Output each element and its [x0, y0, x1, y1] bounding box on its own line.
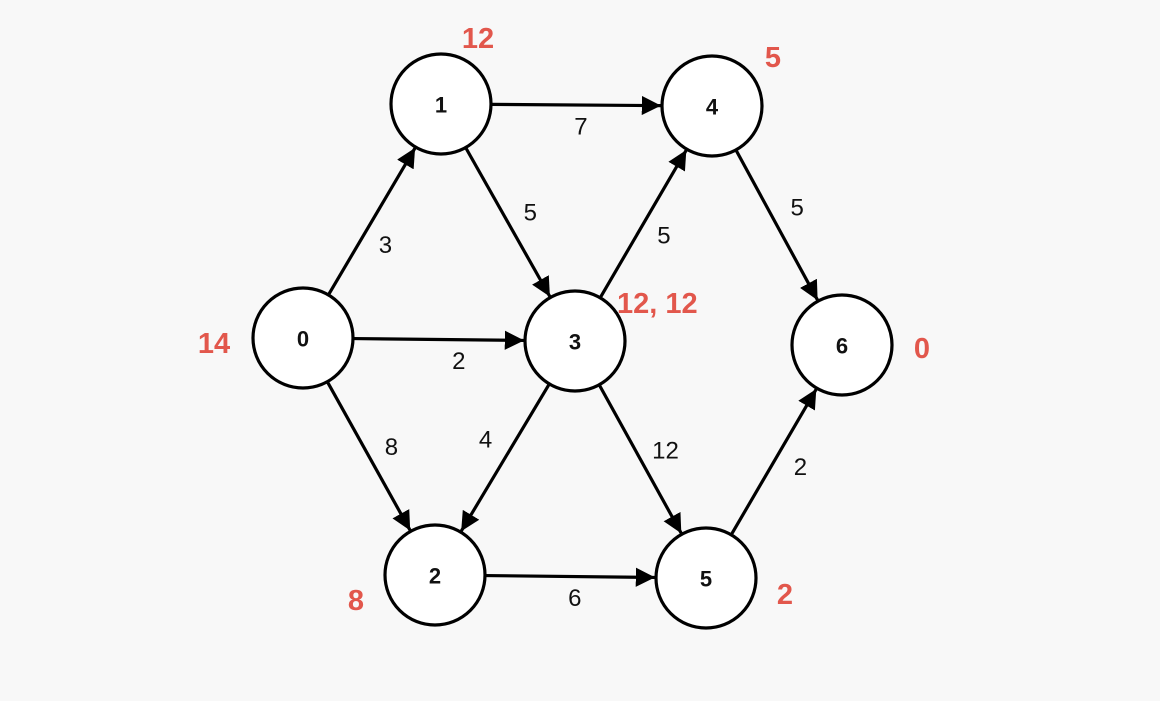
- edge-weight-label: 12: [652, 437, 679, 464]
- edge-weight-label: 6: [568, 585, 581, 612]
- edge-3-to-4: 5: [598, 149, 688, 299]
- node-circle: [383, 523, 487, 627]
- edge-2-to-5: 6: [484, 567, 656, 612]
- node-circle: [660, 54, 764, 158]
- edge-weight-label: 5: [524, 200, 537, 227]
- node-label: 0: [297, 327, 309, 352]
- edge-3-to-2: 4: [459, 383, 551, 533]
- node-6: 6: [790, 293, 894, 397]
- edge-weight-label: 4: [479, 426, 492, 453]
- node-label: 3: [569, 330, 581, 355]
- edge-weight-label: 8: [385, 434, 398, 461]
- node-2: 2: [383, 523, 487, 627]
- edge-weight-label: 2: [452, 348, 465, 375]
- node-label: 1: [435, 93, 447, 118]
- node-5: 5: [654, 526, 758, 630]
- node-label: 5: [700, 567, 712, 592]
- edge-1-to-3: 5: [464, 146, 552, 298]
- edge-arrow: [729, 388, 818, 536]
- edge-arrow: [459, 383, 551, 533]
- distance-label-node-6: 0: [914, 333, 930, 365]
- edge-weight-label: 5: [790, 195, 803, 222]
- edge-weight-label: 2: [794, 454, 807, 481]
- node-circle: [523, 289, 627, 393]
- node-label: 4: [706, 95, 719, 120]
- edge-weight-label: 7: [574, 114, 587, 141]
- edge-arrow: [327, 147, 417, 296]
- edge-arrow: [484, 567, 656, 587]
- edge-arrow: [598, 149, 688, 299]
- edge-4-to-6: 5: [734, 149, 820, 301]
- distance-label-node-4: 5: [765, 42, 781, 74]
- node-label: 6: [836, 334, 848, 359]
- edge-arrow: [734, 149, 820, 301]
- edge-weight-label: 5: [657, 223, 670, 250]
- distance-label-node-0: 14: [198, 328, 230, 360]
- edge-arrow: [325, 380, 412, 532]
- node-circle: [654, 526, 758, 630]
- node-1: 1: [389, 52, 493, 156]
- edge-arrow: [464, 146, 552, 298]
- node-label: 2: [429, 564, 441, 589]
- edge-5-to-6: 2: [729, 388, 818, 536]
- node-4: 4: [660, 54, 764, 158]
- edge-arrow: [490, 95, 662, 116]
- node-circle: [251, 286, 355, 390]
- edge-0-to-3: 2: [352, 330, 525, 375]
- edge-3-to-5: 12: [597, 383, 683, 535]
- distance-label-node-2: 8: [348, 585, 364, 617]
- edge-1-to-4: 7: [490, 95, 662, 141]
- node-3: 3: [523, 289, 627, 393]
- edge-arrow: [597, 383, 683, 535]
- node-circle: [389, 52, 493, 156]
- edge-0-to-2: 8: [325, 380, 412, 532]
- edge-weight-label: 3: [379, 232, 392, 259]
- distance-label-node-1: 12: [462, 23, 494, 55]
- node-circle: [790, 293, 894, 397]
- distance-label-node-3: 12, 12: [617, 288, 698, 320]
- edge-0-to-1: 3: [327, 147, 417, 296]
- node-0: 0: [251, 286, 355, 390]
- distance-label-node-5: 2: [777, 579, 793, 611]
- edge-arrow: [352, 330, 525, 350]
